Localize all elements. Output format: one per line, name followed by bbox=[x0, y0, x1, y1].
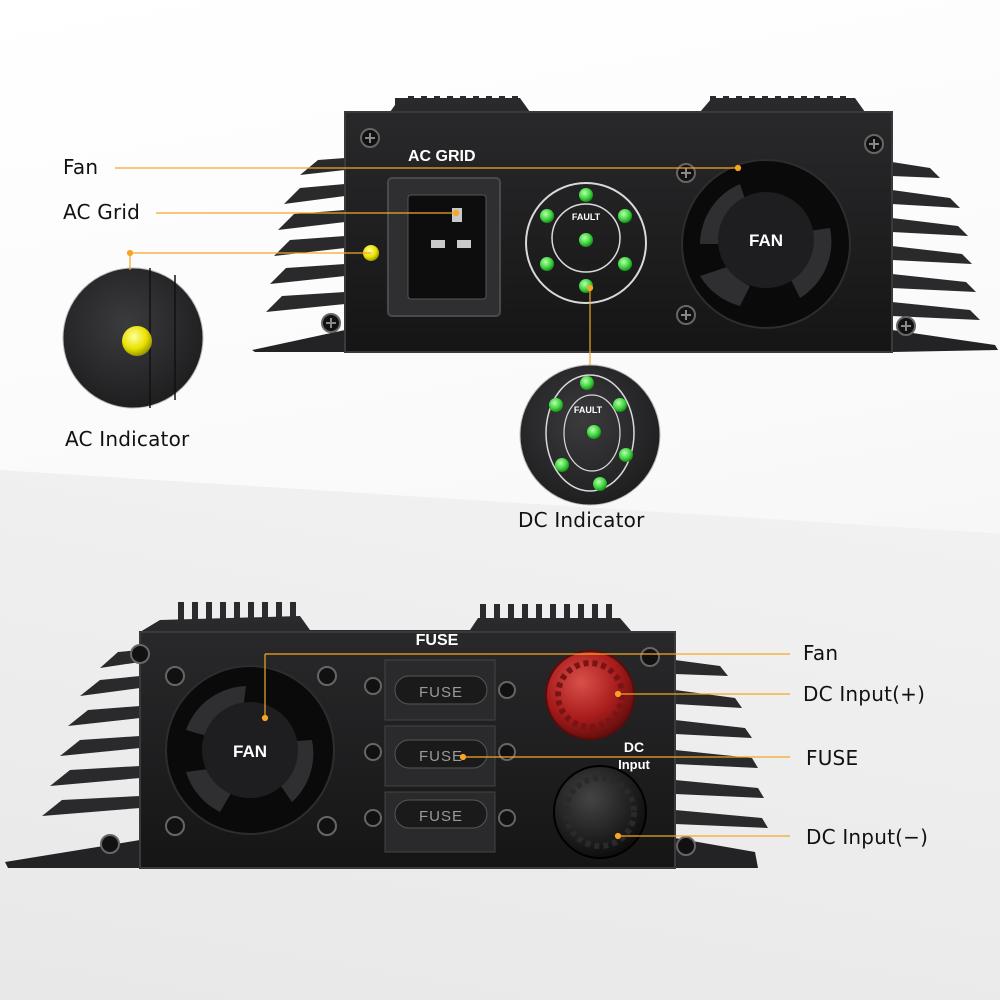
dc-indicator-zoom: FAULT bbox=[519, 364, 661, 506]
callout-dc-input-plus: DC Input(+) bbox=[803, 682, 926, 706]
bottom-leader-lines bbox=[261, 653, 790, 840]
dc-input-label-line2: Input bbox=[618, 757, 650, 772]
fuse-panel-title: FUSE bbox=[416, 632, 459, 649]
fuse-slot-1-label: FUSE bbox=[419, 684, 463, 701]
callout-dc-input-minus: DC Input(−) bbox=[806, 825, 929, 849]
bottom-fan bbox=[165, 665, 335, 835]
bottom-inverter: FUSE FUSE FUSE FUSE FAN DC Input bbox=[5, 602, 768, 869]
dc-zoom-fault-label: FAULT bbox=[574, 405, 603, 415]
callout-top-fan: Fan bbox=[63, 155, 99, 179]
top-leader-lines bbox=[115, 164, 742, 365]
fuse-slot-2-label: FUSE bbox=[419, 748, 463, 765]
bottom-fan-label: FAN bbox=[233, 742, 267, 761]
callout-dc-indicator: DC Indicator bbox=[518, 508, 645, 532]
fault-label: FAULT bbox=[572, 212, 601, 222]
dc-positive-terminal bbox=[545, 650, 635, 740]
ac-grid-panel-label: AC GRID bbox=[408, 148, 476, 165]
dc-input-label-line1: DC bbox=[624, 739, 644, 755]
fuse-holders bbox=[384, 659, 496, 853]
fuse-slot-3-label: FUSE bbox=[419, 808, 463, 825]
dc-negative-terminal bbox=[553, 765, 647, 859]
ac-indicator-zoom bbox=[62, 267, 204, 409]
top-fan bbox=[681, 159, 851, 329]
callout-ac-indicator: AC Indicator bbox=[65, 427, 190, 451]
callout-fuse: FUSE bbox=[806, 746, 859, 770]
top-inverter: AC GRID FAULT FAN bbox=[252, 96, 998, 353]
callout-bottom-fan: Fan bbox=[803, 641, 839, 665]
top-fan-label: FAN bbox=[749, 231, 783, 250]
callout-ac-grid: AC Grid bbox=[63, 200, 141, 224]
